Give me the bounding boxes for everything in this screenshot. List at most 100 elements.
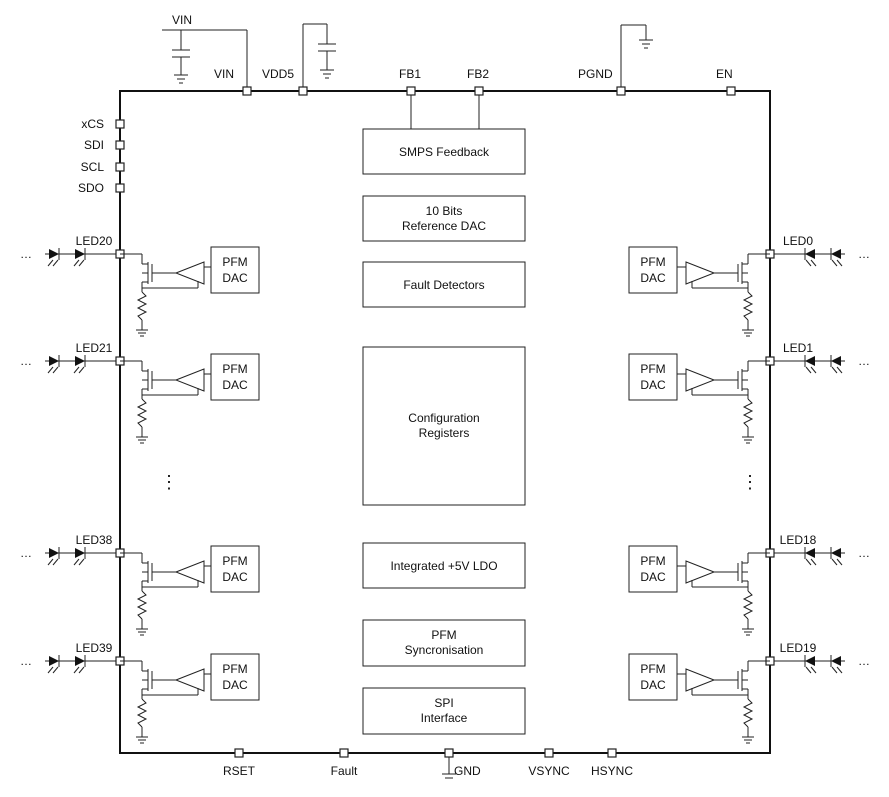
pfm-dac-label-line1: PFM bbox=[640, 662, 665, 676]
pin-label-hsync: HSYNC bbox=[591, 764, 633, 778]
pfm-dac-label-line1: PFM bbox=[640, 362, 665, 376]
block-pfm-syncronisation-line2: Syncronisation bbox=[405, 643, 484, 657]
op-amp-icon bbox=[174, 560, 205, 584]
op-amp-icon bbox=[174, 668, 205, 692]
pin-label-scl: SCL bbox=[81, 160, 105, 174]
pin-sdi: SDI bbox=[84, 138, 125, 152]
pfm-dac-label-line1: PFM bbox=[222, 554, 247, 568]
pfm-dac-label-line2: DAC bbox=[640, 378, 666, 392]
right-led-channels: LED0…PFMDACLED1…PFMDACLED18…PFMDACLED19…… bbox=[628, 234, 870, 744]
pfm-dac-block: PFM DAC bbox=[210, 653, 260, 701]
left-channel-ellipsis: ⋮ bbox=[160, 472, 178, 492]
left-led-channels: LED20…PFMDACLED21…PFMDACLED38…PFMDACLED3… bbox=[20, 234, 260, 744]
pin-label-pgnd: PGND bbox=[578, 67, 613, 81]
pfm-dac-label-line2: DAC bbox=[222, 378, 248, 392]
op-amp-icon bbox=[685, 560, 716, 584]
led-diode-icon bbox=[830, 547, 843, 566]
more-leds-ellipsis: … bbox=[20, 654, 32, 668]
op-amp-icon bbox=[174, 261, 205, 285]
pfm-dac-label-line2: DAC bbox=[640, 678, 666, 692]
pin-label-vdd5: VDD5 bbox=[262, 67, 294, 81]
external-supply-network: VIN bbox=[162, 13, 653, 779]
block-integrated-ldo-text: Integrated +5V LDO bbox=[390, 559, 497, 573]
more-leds-ellipsis: … bbox=[20, 247, 32, 261]
block-spi-interface-line1: SPI bbox=[434, 696, 453, 710]
led-channel-label: LED19 bbox=[780, 641, 817, 655]
pin-label-fb2: FB2 bbox=[467, 67, 489, 81]
block-pfm-syncronisation-line1: PFM bbox=[431, 628, 456, 642]
block-spi-interface: SPI Interface bbox=[362, 687, 526, 735]
led-channel-label: LED20 bbox=[76, 234, 113, 248]
led-diode-icon bbox=[830, 248, 843, 267]
block-reference-dac-line1: 10 Bits bbox=[426, 204, 463, 218]
led-channel-label: LED1 bbox=[783, 341, 813, 355]
pin-label-xcs: xCS bbox=[81, 117, 104, 131]
right-channel-ellipsis: ⋮ bbox=[741, 472, 759, 492]
pfm-dac-label-line1: PFM bbox=[640, 255, 665, 269]
led-diode-icon bbox=[830, 655, 843, 674]
pfm-dac-label-line1: PFM bbox=[640, 554, 665, 568]
pin-xcs: xCS bbox=[81, 117, 125, 131]
led-diode-icon bbox=[804, 547, 817, 566]
pin-label-fb1: FB1 bbox=[399, 67, 421, 81]
pin-sdo: SDO bbox=[78, 181, 125, 195]
block-smps-feedback: SMPS Feedback bbox=[362, 128, 526, 175]
more-leds-ellipsis: … bbox=[20, 354, 32, 368]
led-diode-icon bbox=[73, 248, 86, 267]
block-spi-interface-line2: Interface bbox=[421, 711, 468, 725]
pin-label-vin: VIN bbox=[214, 67, 234, 81]
pfm-dac-label-line1: PFM bbox=[222, 255, 247, 269]
block-configuration-registers: Configuration Registers bbox=[362, 346, 526, 506]
pfm-dac-block: PFM DAC bbox=[628, 653, 678, 701]
pin-scl: SCL bbox=[81, 160, 125, 174]
led-channel-label: LED21 bbox=[76, 341, 113, 355]
led-diode-icon bbox=[47, 355, 60, 374]
led-channel-label: LED18 bbox=[780, 533, 817, 547]
pin-vsync: VSYNC bbox=[528, 748, 570, 778]
op-amp-icon bbox=[685, 261, 716, 285]
led-channel: LED20 … PFM DAC bbox=[20, 234, 260, 337]
led-channel: LED1 … PFM DAC bbox=[628, 341, 870, 444]
more-leds-ellipsis: … bbox=[20, 546, 32, 560]
pfm-dac-label-line2: DAC bbox=[222, 678, 248, 692]
pin-label-vsync: VSYNC bbox=[528, 764, 570, 778]
led-diode-icon bbox=[804, 248, 817, 267]
pin-label-rset: RSET bbox=[223, 764, 256, 778]
led-channel-label: LED39 bbox=[76, 641, 113, 655]
block-fault-detectors-text: Fault Detectors bbox=[403, 278, 484, 292]
pfm-dac-label-line1: PFM bbox=[222, 362, 247, 376]
led-diode-icon bbox=[47, 547, 60, 566]
pin-en: EN bbox=[716, 67, 736, 96]
pfm-dac-block: PFM DAC bbox=[210, 246, 260, 294]
pin-vdd5: VDD5 bbox=[262, 67, 308, 96]
pin-gnd: GND bbox=[444, 748, 481, 778]
led-diode-icon bbox=[73, 355, 86, 374]
led-channel: LED39 … PFM DAC bbox=[20, 641, 260, 744]
pin-label-sdi: SDI bbox=[84, 138, 104, 152]
more-leds-ellipsis: … bbox=[858, 247, 870, 261]
led-diode-icon bbox=[73, 547, 86, 566]
vin-supply-label: VIN bbox=[172, 13, 192, 27]
led-diode-icon bbox=[830, 355, 843, 374]
more-leds-ellipsis: … bbox=[858, 354, 870, 368]
pin-vin: VIN bbox=[214, 67, 252, 96]
led-diode-icon bbox=[47, 248, 60, 267]
op-amp-icon bbox=[174, 368, 205, 392]
block-configuration-registers-line2: Registers bbox=[419, 426, 470, 440]
pin-fb1: FB1 bbox=[399, 67, 421, 96]
pin-label-gnd: GND bbox=[454, 764, 481, 778]
led-diode-icon bbox=[804, 355, 817, 374]
pin-pgnd: PGND bbox=[578, 67, 626, 96]
block-fault-detectors: Fault Detectors bbox=[362, 261, 526, 308]
led-diode-icon bbox=[73, 655, 86, 674]
pin-label-sdo: SDO bbox=[78, 181, 104, 195]
pfm-dac-label-line1: PFM bbox=[222, 662, 247, 676]
pfm-dac-label-line2: DAC bbox=[222, 271, 248, 285]
pin-hsync: HSYNC bbox=[591, 748, 633, 778]
